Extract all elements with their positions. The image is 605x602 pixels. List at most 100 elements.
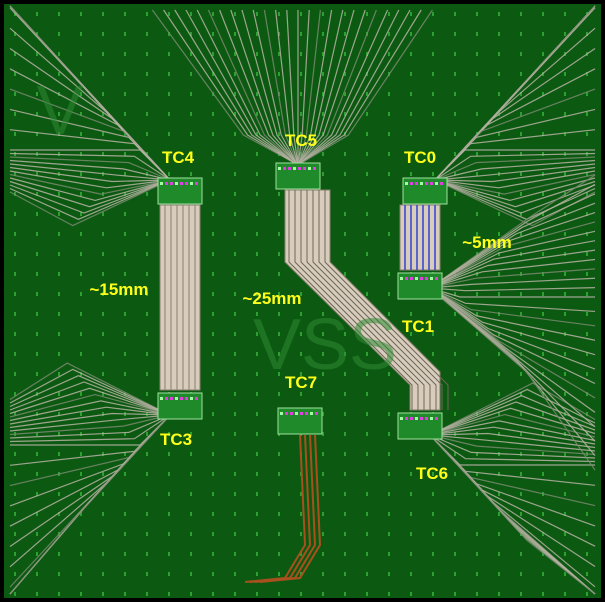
via <box>520 192 522 196</box>
via <box>80 592 82 596</box>
via <box>410 12 412 16</box>
via <box>102 332 104 336</box>
via <box>322 352 324 356</box>
via <box>190 12 192 16</box>
via <box>322 592 324 596</box>
via <box>454 172 456 176</box>
via <box>344 212 346 216</box>
bus-line <box>324 190 449 410</box>
via <box>586 132 588 136</box>
fanout-trace <box>9 412 171 429</box>
fanout-trace <box>9 166 171 183</box>
via <box>366 52 368 56</box>
via <box>542 272 544 276</box>
via <box>476 112 478 116</box>
via <box>542 412 544 416</box>
bus-line <box>288 190 413 410</box>
via <box>520 332 522 336</box>
via <box>520 432 522 436</box>
via <box>256 12 258 16</box>
via <box>278 332 280 336</box>
via <box>476 572 478 576</box>
via <box>14 552 16 556</box>
via <box>256 392 258 396</box>
via <box>190 492 192 496</box>
via <box>80 192 82 196</box>
via <box>564 212 566 216</box>
via <box>564 512 566 516</box>
via <box>124 12 126 16</box>
chip-pad <box>180 182 183 185</box>
fanout-trace <box>429 277 596 289</box>
via <box>388 432 390 436</box>
via <box>256 532 258 536</box>
via <box>234 12 236 16</box>
via <box>432 352 434 356</box>
via <box>300 292 302 296</box>
via <box>58 72 60 76</box>
via <box>80 412 82 416</box>
via <box>498 72 500 76</box>
via <box>102 572 104 576</box>
via <box>36 472 38 476</box>
via <box>366 292 368 296</box>
via <box>14 332 16 336</box>
via <box>520 172 522 176</box>
via <box>476 12 478 16</box>
via <box>432 152 434 156</box>
via <box>454 212 456 216</box>
via <box>36 52 38 56</box>
chip-pad <box>415 182 418 185</box>
via <box>234 392 236 396</box>
via <box>366 12 368 16</box>
via <box>476 152 478 156</box>
via <box>256 412 258 416</box>
via <box>102 232 104 236</box>
via <box>476 472 478 476</box>
via <box>322 432 324 436</box>
via <box>102 252 104 256</box>
fanout-trace <box>263 9 299 166</box>
via <box>124 352 126 356</box>
via <box>300 552 302 556</box>
via <box>124 592 126 596</box>
via <box>212 392 214 396</box>
via <box>564 32 566 36</box>
via <box>454 532 456 536</box>
fanout-trace <box>429 249 596 289</box>
via <box>278 292 280 296</box>
via <box>234 212 236 216</box>
chip-pad <box>290 412 293 415</box>
chip-pad <box>425 417 428 420</box>
fanout-trace <box>9 152 171 181</box>
via <box>168 32 170 36</box>
via <box>278 232 280 236</box>
via <box>256 312 258 316</box>
via <box>322 492 324 496</box>
via <box>190 132 192 136</box>
chip-tc3 <box>157 392 203 420</box>
via <box>520 552 522 556</box>
fanout-trace <box>429 434 596 595</box>
via <box>80 492 82 496</box>
via <box>146 372 148 376</box>
via <box>36 592 38 596</box>
fanout-trace <box>434 156 596 181</box>
via <box>366 152 368 156</box>
via <box>80 32 82 36</box>
via <box>124 112 126 116</box>
fanout-trace <box>9 173 171 195</box>
via <box>366 212 368 216</box>
via <box>256 92 258 96</box>
via <box>234 172 236 176</box>
via <box>366 112 368 116</box>
via <box>256 492 258 496</box>
via <box>388 472 390 476</box>
via <box>432 132 434 136</box>
via <box>36 572 38 576</box>
via <box>234 352 236 356</box>
via <box>388 572 390 576</box>
via <box>366 192 368 196</box>
via <box>476 52 478 56</box>
via <box>542 112 544 116</box>
